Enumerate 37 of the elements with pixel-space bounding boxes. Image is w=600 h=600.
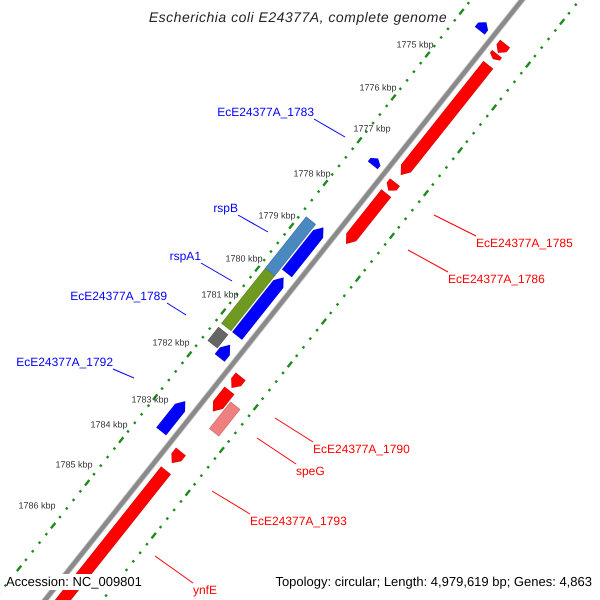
scale-label: 1779 kbp [258, 210, 296, 222]
gene-label: speG [296, 464, 325, 478]
scale-label: 1777 kbp [353, 124, 391, 134]
leader-line [434, 214, 476, 236]
leader-line [200, 262, 232, 282]
gene-label: EcE24377A_1783 [217, 105, 314, 119]
accession-text: Accession: NC_009801 [6, 574, 142, 590]
scale-label: 1783 kbp [131, 394, 169, 406]
leader-line [314, 118, 346, 138]
leader-line [408, 250, 448, 272]
leader-line [112, 368, 134, 378]
leader-line [238, 214, 268, 232]
gene-label: EcE24377A_1790 [313, 442, 410, 456]
genome-info-text: Topology: circular; Length: 4,979,619 bp; Genes: 4,863 [275, 574, 592, 590]
gene-label: EcE24377A_1793 [250, 514, 347, 528]
scale-label: 1778 kbp [293, 168, 331, 180]
scale-label: 1776 kbp [359, 82, 397, 94]
leader-line [154, 556, 194, 584]
gene-label: EcE24377A_1786 [448, 272, 545, 286]
scale-label: 1775 kbp [396, 40, 434, 50]
scale-label: 1781 kbp [201, 290, 239, 300]
scale-label: 1780 kbp [225, 254, 263, 264]
gene-label: rspA1 [170, 249, 201, 263]
gene-label: EcE24377A_1789 [70, 289, 167, 303]
map-title: Escherichia coli E24377A, complete genome [148, 9, 448, 25]
leader-line [274, 418, 314, 442]
gene-label: rspB [213, 201, 238, 215]
scale-label: 1786 kbp [18, 500, 56, 512]
leader-line [256, 438, 296, 464]
gene-label: EcE24377A_1785 [476, 236, 573, 250]
scale-label: 1784 kbp [90, 420, 128, 430]
leader-line [212, 490, 250, 514]
leader-line [166, 302, 186, 316]
scale-label: 1785 kbp [55, 460, 93, 470]
gene-label: EcE24377A_1792 [16, 355, 113, 369]
scale-label: 1782 kbp [152, 338, 190, 348]
gene-label: ynfE [193, 583, 218, 597]
